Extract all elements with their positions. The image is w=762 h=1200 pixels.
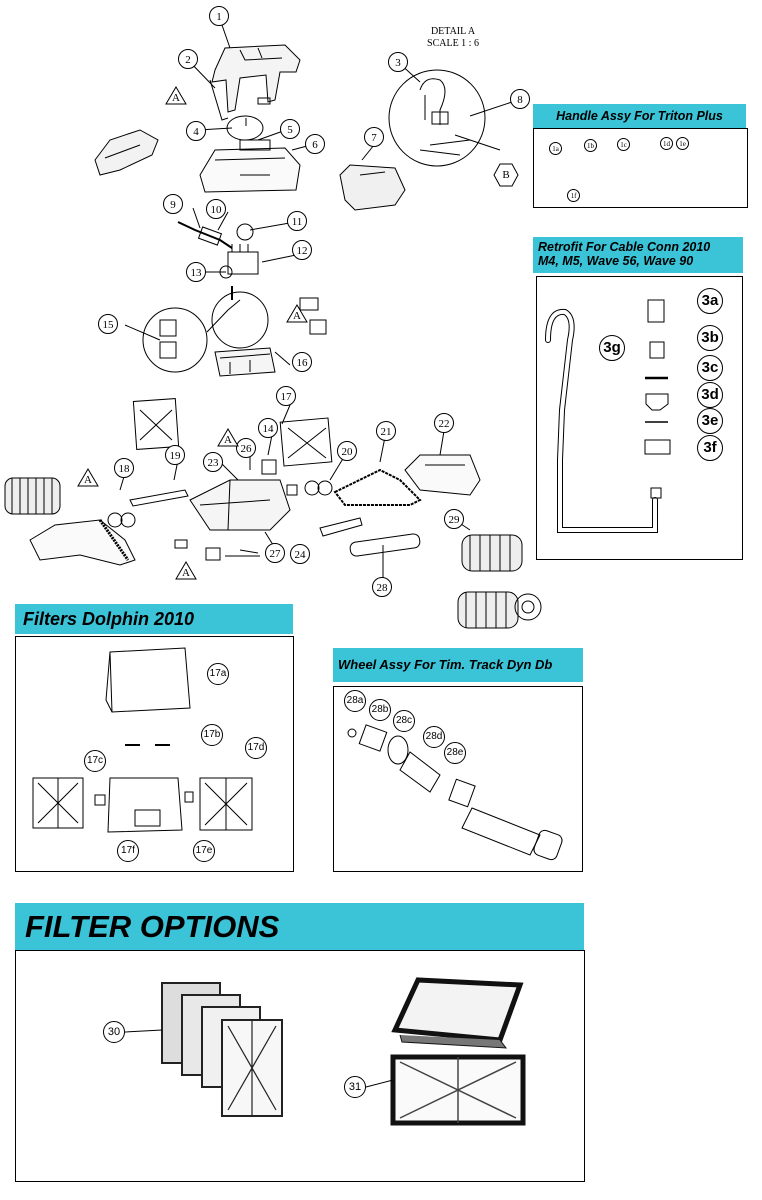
- callout-24: 24: [290, 544, 310, 564]
- callout-22: 22: [434, 413, 454, 433]
- callout-12: 12: [292, 240, 312, 260]
- callout-30: 30: [103, 1021, 125, 1043]
- marker-a-5: A: [175, 561, 197, 580]
- callout-14: 14: [258, 418, 278, 438]
- callout-4: 4: [186, 121, 206, 141]
- retrofit-panel: [536, 276, 743, 560]
- callout-17c: 17c: [84, 750, 106, 772]
- callout-28e: 28e: [444, 742, 466, 764]
- callout-1f: 1f: [567, 189, 580, 202]
- callout-21: 21: [376, 421, 396, 441]
- detail-a-label: DETAIL A SCALE 1 : 6: [418, 26, 488, 50]
- callout-11: 11: [287, 211, 307, 231]
- callout-3f: 3f: [697, 435, 723, 461]
- callout-15: 15: [98, 314, 118, 334]
- callout-29: 29: [444, 509, 464, 529]
- marker-a-3: A: [77, 468, 99, 487]
- callout-1d: 1d: [660, 137, 673, 150]
- callout-5: 5: [280, 119, 300, 139]
- callout-27: 27: [265, 543, 285, 563]
- callout-10: 10: [206, 199, 226, 219]
- callout-17a: 17a: [207, 663, 229, 685]
- callout-26: 26: [236, 438, 256, 458]
- callout-3d: 3d: [697, 382, 723, 408]
- callout-17b: 17b: [201, 724, 223, 746]
- callout-28a: 28a: [344, 690, 366, 712]
- filters-dolphin-title: Filters Dolphin 2010: [15, 604, 293, 634]
- detail-scale: SCALE 1 : 6: [427, 38, 479, 49]
- wheel-assy-title: Wheel Assy For Tim. Track Dyn Db: [333, 648, 583, 682]
- callout-6: 6: [305, 134, 325, 154]
- callout-17d: 17d: [245, 737, 267, 759]
- callout-3e: 3e: [697, 408, 723, 434]
- callout-18: 18: [114, 458, 134, 478]
- callout-1a: 1a: [549, 142, 562, 155]
- filter-options-title: FILTER OPTIONS: [15, 903, 584, 950]
- callout-31: 31: [344, 1076, 366, 1098]
- marker-a-2: A: [217, 428, 239, 447]
- callout-17: 17: [276, 386, 296, 406]
- callout-20: 20: [337, 441, 357, 461]
- callout-16: 16: [292, 352, 312, 372]
- callout-2: 2: [178, 49, 198, 69]
- marker-a-4: A: [286, 304, 308, 323]
- callout-7: 7: [364, 127, 384, 147]
- detail-title: DETAIL A: [430, 26, 476, 37]
- callout-1: 1: [209, 6, 229, 26]
- callout-3b: 3b: [697, 325, 723, 351]
- callout-28: 28: [372, 577, 392, 597]
- callout-13: 13: [186, 262, 206, 282]
- marker-a-1: A: [165, 86, 187, 105]
- callout-1c: 1c: [617, 138, 630, 151]
- callout-3g: 3g: [599, 335, 625, 361]
- callout-19: 19: [165, 445, 185, 465]
- callout-1e: 1e: [676, 137, 689, 150]
- retrofit-title: Retrofit For Cable Conn 2010 M4, M5, Wav…: [533, 237, 743, 273]
- wheel-assy-panel: [333, 686, 583, 872]
- filter-options-panel: [15, 950, 585, 1182]
- callout-3: 3: [388, 52, 408, 72]
- callout-1b: 1b: [584, 139, 597, 152]
- callout-28d: 28d: [423, 726, 445, 748]
- callout-3c: 3c: [697, 355, 723, 381]
- handle-assembly-drawing: [209, 44, 301, 121]
- callout-17e: 17e: [193, 840, 215, 862]
- callout-28b: 28b: [369, 699, 391, 721]
- retrofit-title-line1: Retrofit For Cable Conn 2010: [538, 240, 711, 254]
- callout-8: 8: [510, 89, 530, 109]
- marker-b: B: [493, 163, 519, 187]
- handle-assy-title: Handle Assy For Triton Plus: [533, 104, 746, 128]
- callout-3a: 3a: [697, 288, 723, 314]
- retrofit-title-line2: M4, M5, Wave 56, Wave 90: [538, 254, 694, 268]
- callout-28c: 28c: [393, 710, 415, 732]
- callout-23: 23: [203, 452, 223, 472]
- callout-9: 9: [163, 194, 183, 214]
- filters-dolphin-panel: [15, 636, 294, 872]
- callout-17f: 17f: [117, 840, 139, 862]
